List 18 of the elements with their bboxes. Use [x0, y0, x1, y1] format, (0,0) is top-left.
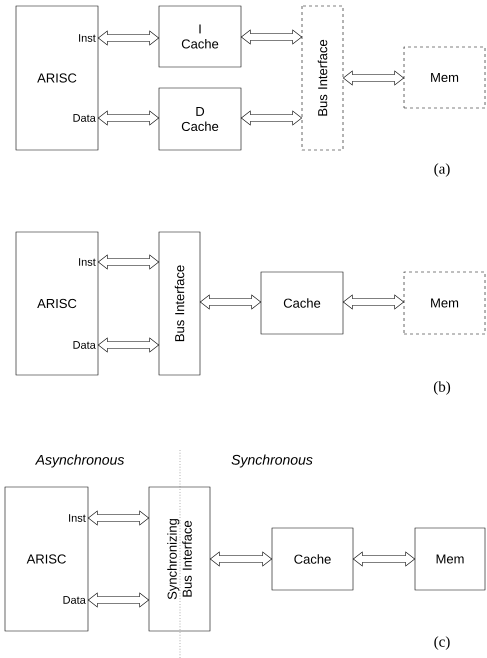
panel-label: (a) — [434, 163, 450, 177]
block-box: Mem — [404, 46, 486, 108]
block-box: I Cache — [158, 6, 242, 68]
panel-label: (b) — [434, 381, 450, 395]
block-box: Mem — [414, 528, 486, 590]
processor-box: ARISC Inst Data — [4, 486, 88, 632]
interface-box: Synchronizing Bus Interface — [148, 486, 210, 632]
block-box: Cache — [272, 528, 354, 590]
block-box: D Cache — [158, 88, 242, 150]
processor-box: ARISC Inst Data — [16, 6, 98, 150]
region-label: Synchronous — [232, 454, 313, 468]
block-box: Cache — [260, 272, 344, 334]
processor-box: ARISC Inst Data — [16, 232, 98, 376]
region-label: Asynchronous — [34, 454, 124, 468]
interface-box: Bus Interface — [158, 232, 200, 376]
panel-label: (c) — [434, 636, 450, 650]
interface-box: Bus Interface — [302, 6, 344, 150]
block-box: Mem — [404, 272, 486, 334]
